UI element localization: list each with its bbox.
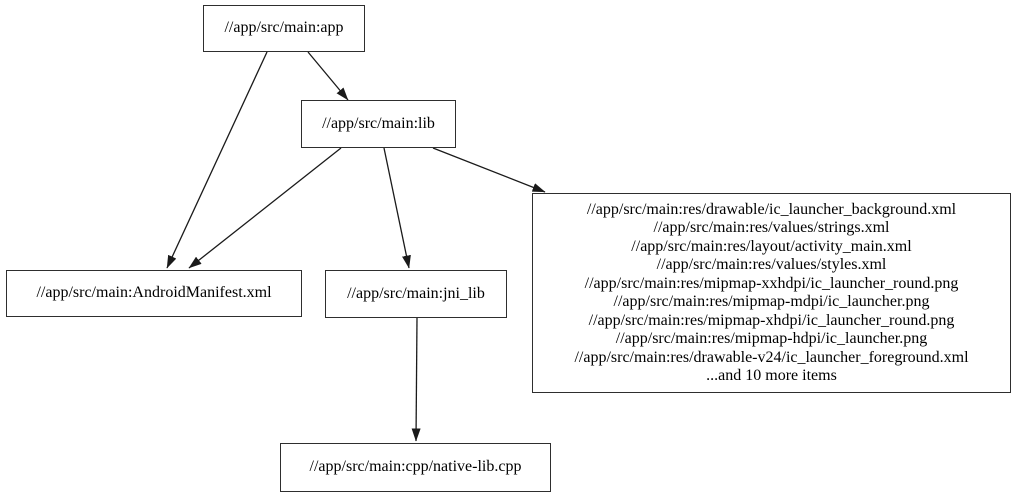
node-android-manifest: //app/src/main:AndroidManifest.xml	[6, 270, 302, 317]
node-native-lib-cpp-label: //app/src/main:cpp/native-lib.cpp	[309, 458, 522, 476]
node-jni-lib-label: //app/src/main:jni_lib	[347, 284, 485, 302]
node-lib-label: //app/src/main:lib	[322, 114, 435, 132]
resource-line: //app/src/main:res/mipmap-mdpi/ic_launch…	[613, 293, 930, 310]
node-app: //app/src/main:app	[203, 5, 365, 52]
edge-app-to-lib	[307, 51, 349, 101]
node-lib: //app/src/main:lib	[301, 100, 456, 148]
resource-line: //app/src/main:res/values/styles.xml	[656, 256, 887, 273]
node-native-lib-cpp: //app/src/main:cpp/native-lib.cpp	[280, 443, 551, 492]
resource-line: //app/src/main:res/drawable/ic_launcher_…	[586, 200, 957, 218]
resource-line: //app/src/main:res/mipmap-hdpi/ic_launch…	[615, 330, 928, 347]
edge-lib-to-resources	[432, 147, 546, 193]
node-app-label: //app/src/main:app	[224, 19, 344, 37]
resource-line-more: ...and 10 more items	[706, 367, 837, 384]
resource-line: //app/src/main:res/values/strings.xml	[653, 219, 890, 236]
node-resources: //app/src/main:res/drawable/ic_launcher_…	[532, 193, 1011, 393]
resource-line: //app/src/main:res/mipmap-xhdpi/ic_launc…	[588, 311, 955, 329]
edge-lib-to-androidmanifest	[188, 147, 342, 269]
edge-jni-lib-to-native-lib-cpp	[411, 317, 421, 442]
edge-app-to-androidmanifest	[166, 51, 268, 269]
node-android-manifest-label: //app/src/main:AndroidManifest.xml	[36, 284, 272, 302]
resource-line: //app/src/main:res/mipmap-xxhdpi/ic_laun…	[584, 274, 959, 292]
resource-line: //app/src/main:res/drawable-v24/ic_launc…	[574, 348, 969, 366]
node-jni-lib: //app/src/main:jni_lib	[325, 270, 507, 318]
resource-line: //app/src/main:res/layout/activity_main.…	[631, 237, 912, 255]
edge-lib-to-jni-lib	[383, 147, 411, 269]
